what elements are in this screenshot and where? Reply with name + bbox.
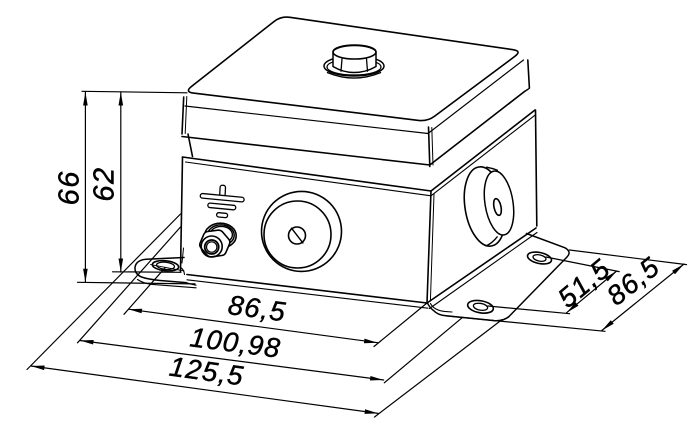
- svg-text:86,5: 86,5: [226, 289, 288, 327]
- svg-text:62: 62: [89, 166, 121, 201]
- svg-text:66: 66: [54, 170, 86, 205]
